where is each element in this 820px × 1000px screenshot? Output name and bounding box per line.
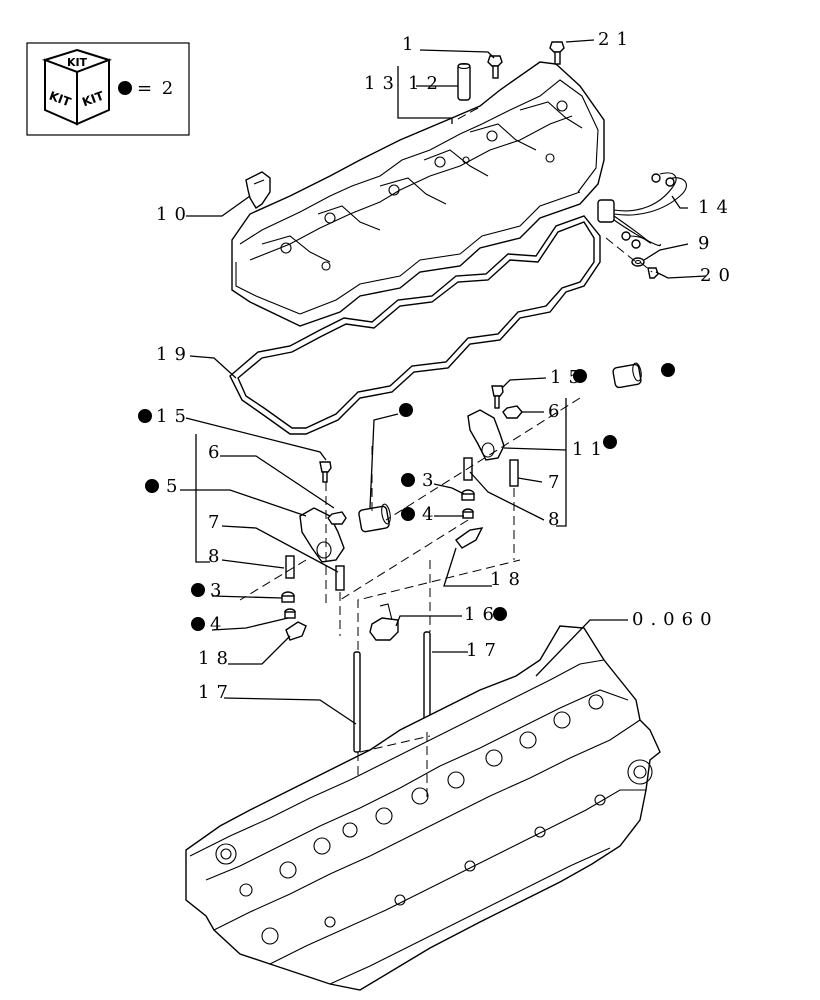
- kit-bullet-icon: [573, 369, 587, 383]
- callout-7-right: 7: [548, 472, 566, 493]
- stud-7-left: [335, 565, 345, 591]
- callout-11: 11: [572, 439, 609, 460]
- bolt-15-right: [491, 385, 504, 409]
- kit-bullet-icon: [118, 81, 132, 95]
- callout-18-left: 18: [198, 648, 235, 669]
- assembly-lines: [239, 107, 653, 800]
- nut-6-right: [502, 405, 523, 419]
- kit-bullet-icon: [191, 583, 205, 597]
- kit-bullet-icon: [401, 473, 415, 487]
- callout-5: 5: [166, 476, 184, 497]
- callout-6-right: 6: [548, 401, 566, 422]
- bolt-15-left: [319, 461, 332, 483]
- rocker-arm-left: [299, 507, 345, 563]
- leader-lines: [180, 39, 707, 725]
- washer-9: [631, 257, 645, 267]
- callout-6-left: 6: [208, 442, 226, 463]
- kit-bullet-icon: [399, 403, 413, 417]
- callout-14: 14: [698, 197, 735, 218]
- callout-0060: 0.060: [632, 609, 719, 630]
- callout-20: 20: [700, 265, 737, 286]
- callout-21: 21: [598, 29, 635, 50]
- seal-4-mid: [462, 508, 474, 519]
- valve-bridge: [369, 603, 399, 641]
- kit-bullet-icon: [493, 607, 507, 621]
- callout-19: 19: [156, 344, 193, 365]
- bolt-1: [487, 55, 503, 79]
- callout-17-right: 17: [466, 640, 503, 661]
- callout-labels: 1 21 13 12 10 14 9 20 19 15 6 11 7 8 15 …: [138, 29, 737, 703]
- valve-cover: [231, 61, 605, 327]
- kit-quantity: = 2: [137, 78, 175, 99]
- callout-3-mid: 3: [422, 470, 440, 491]
- cap-3-left: [281, 591, 295, 603]
- callout-12: 12: [408, 73, 445, 94]
- dowel-pin: [457, 62, 471, 101]
- gasket: [229, 215, 601, 435]
- pin-8-left: [285, 555, 295, 579]
- kit-bullet-icon: [191, 617, 205, 631]
- cap-3-mid: [461, 489, 475, 501]
- kit-cube-icon: KIT KIT KIT: [41, 48, 113, 126]
- bushing-left: [358, 503, 391, 533]
- callout-18-right: 18: [490, 569, 527, 590]
- callout-3-left: 3: [210, 580, 228, 601]
- callout-1: 1: [402, 34, 420, 55]
- callout-15-right: 15: [550, 367, 587, 388]
- callout-16: 16: [464, 604, 501, 625]
- clip-part: [245, 171, 271, 209]
- kit-bullet-icon: [603, 435, 617, 449]
- kit-bullet-icon: [138, 409, 152, 423]
- callout-17-left: 17: [198, 682, 235, 703]
- kit-bullet-icon: [145, 479, 159, 493]
- callout-15-left: 15: [156, 406, 193, 427]
- bushing-top: [612, 362, 642, 389]
- rocker-foot-left: [285, 621, 307, 641]
- callout-7-left: 7: [208, 512, 226, 533]
- kit-label-top: KIT: [67, 56, 88, 69]
- callout-10: 10: [156, 204, 193, 225]
- bolt-21: [549, 41, 565, 65]
- cylinder-head: [185, 625, 661, 991]
- pushrod-left: [353, 651, 361, 753]
- rocker-arm-right: [467, 409, 505, 461]
- screw-20: [647, 267, 659, 279]
- seal-4-left: [284, 608, 296, 619]
- rocker-foot-right: [455, 527, 484, 549]
- callout-9: 9: [698, 233, 716, 254]
- nut-6-left: [327, 511, 347, 525]
- kit-bullet-icon: [401, 507, 415, 521]
- kit-legend: KIT KIT KIT = 2: [26, 42, 190, 136]
- callout-8-left: 8: [208, 546, 226, 567]
- kit-bullet-icon: [661, 363, 675, 377]
- callout-8-right: 8: [548, 509, 566, 530]
- callout-13: 13: [364, 73, 401, 94]
- wiring-harness: [597, 172, 687, 249]
- callout-4-mid: 4: [422, 504, 440, 525]
- stud-7-right: [509, 459, 519, 487]
- callout-4-left: 4: [210, 614, 228, 635]
